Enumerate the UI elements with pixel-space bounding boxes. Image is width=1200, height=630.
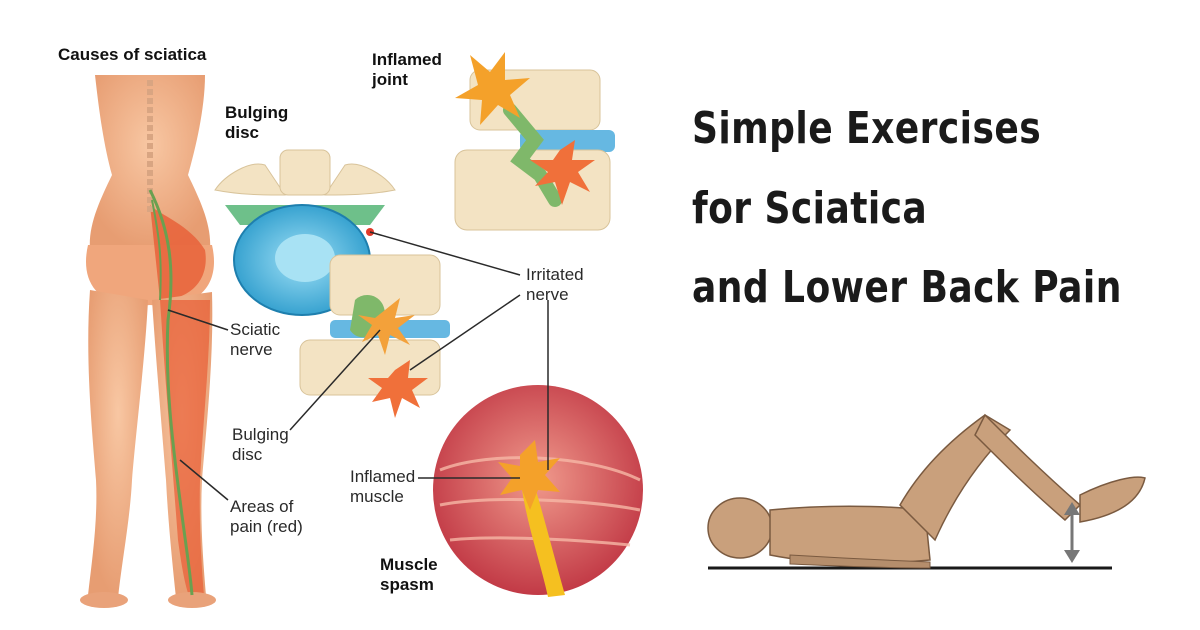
label-inflamed-joint-2: joint: [372, 70, 408, 89]
leader-lines: [167, 231, 549, 501]
label-muscle-spasm-2: spasm: [380, 575, 434, 594]
label-areas-of-pain-1: Areas of: [230, 497, 294, 516]
body-figure: [80, 75, 216, 608]
label-irritated-nerve-1: Irritated: [526, 265, 584, 284]
label-irritated-nerve-2: nerve: [526, 285, 569, 304]
label-sciatic-nerve-2: nerve: [230, 340, 273, 359]
headline-line-1: Simple Exercises: [692, 103, 1042, 154]
label-inflamed-joint-1: Inflamed: [372, 50, 442, 69]
exercise-figure: [707, 413, 1146, 570]
label-bulging-disc-top-1: Bulging: [225, 103, 289, 122]
label-muscle-spasm-1: Muscle: [380, 555, 438, 574]
label-bulging-disc-top-2: disc: [225, 123, 260, 142]
lower-vertebra: [299, 254, 450, 418]
label-sciatic-nerve-1: Sciatic: [230, 320, 281, 339]
label-inflamed-muscle-2: muscle: [350, 487, 404, 506]
label-areas-of-pain-2: pain (red): [230, 517, 303, 536]
headline-line-2: for Sciatica: [692, 183, 928, 234]
label-bulging-disc-bottom-2: disc: [232, 445, 263, 464]
label-bulging-disc-bottom-1: Bulging: [232, 425, 289, 444]
inflamed-joint-vertebra: [454, 52, 615, 231]
muscle-closeup: [433, 385, 643, 597]
label-inflamed-muscle-1: Inflamed: [350, 467, 416, 486]
illustration-heading: Causes of sciatica: [58, 45, 207, 64]
headline-line-3: and Lower Back Pain: [692, 262, 1122, 313]
